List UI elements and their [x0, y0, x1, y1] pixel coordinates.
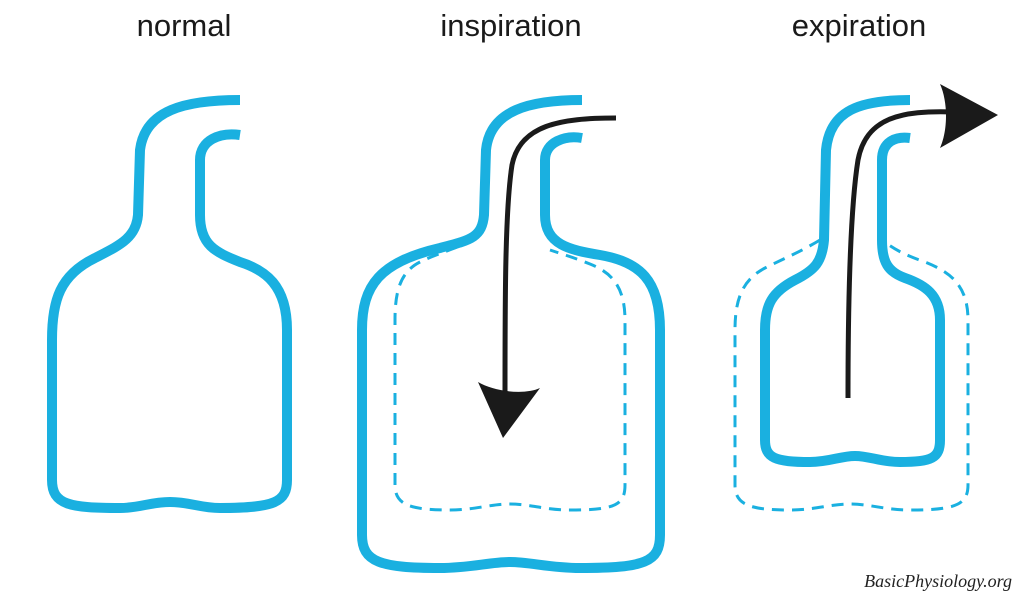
inspiration-lung-outline	[357, 95, 665, 573]
normal-label: normal	[136, 8, 232, 43]
inspiration-arrowhead	[478, 382, 540, 438]
inspiration-label: inspiration	[440, 8, 582, 43]
normal-lung-outline	[47, 95, 292, 513]
expiration-lung-outline	[760, 95, 945, 467]
inspiration-airflow-arrow	[502, 115, 617, 401]
normal-lung	[47, 95, 292, 513]
expiration-arrowhead	[940, 84, 998, 148]
inspiration-lung	[357, 95, 665, 573]
expiration-previous-outline	[733, 238, 970, 512]
watermark: BasicPhysiology.org	[864, 571, 1012, 591]
expiration-airflow-arrow	[845, 109, 956, 399]
expiration-label: expiration	[791, 8, 927, 43]
expiration-lung	[733, 84, 998, 512]
inspiration-previous-outline	[393, 236, 627, 512]
